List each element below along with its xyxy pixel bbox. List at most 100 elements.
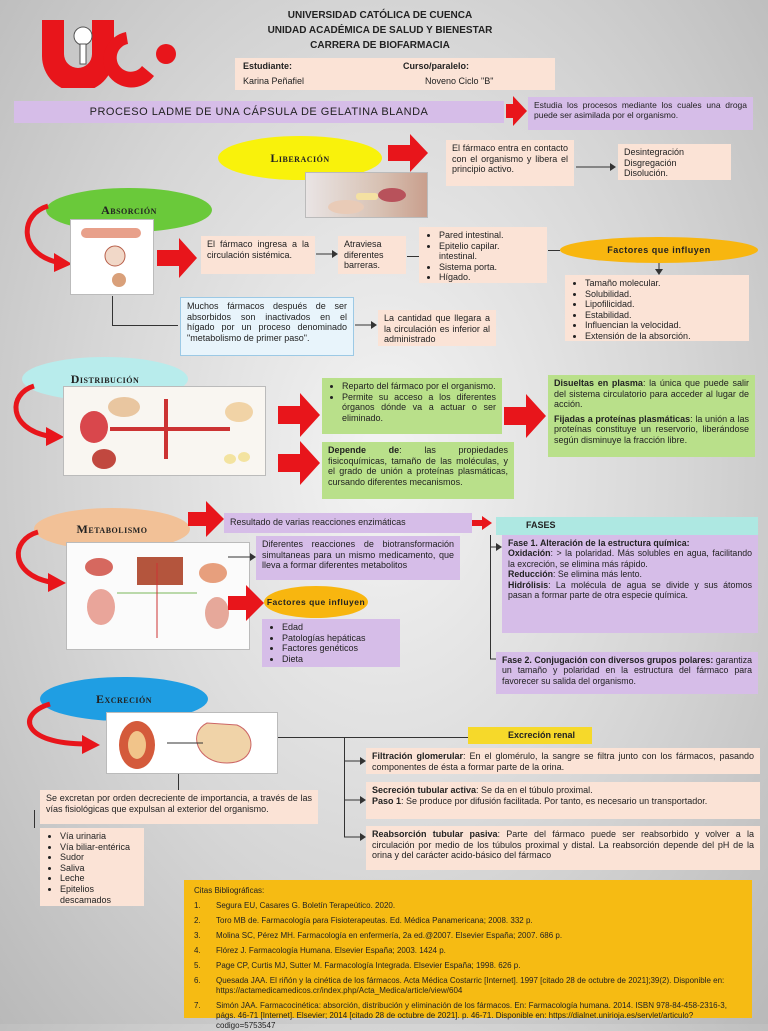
metabolismo-arrow-2 [228, 585, 264, 621]
reabsorcion-label: Reabsorción tubular pasiva [372, 829, 498, 839]
paso1-text: : Se produce por difusión facilitada. Po… [401, 795, 708, 806]
list-item: Epitelios descamados [60, 884, 138, 905]
absorcion-curve-arrow [14, 200, 84, 275]
absorcion-factores-oval: Factores que influyen [560, 237, 758, 263]
metabolismo-factores-list: Edad Patologías hepáticas Factores genét… [262, 619, 400, 667]
secrecion-connector [344, 795, 366, 805]
absorcion-connector-2 [355, 320, 377, 330]
list-item: Epitelio capilar. [439, 241, 541, 252]
reference-item: 2. Toro MB de. Farmacología para Fisioter… [194, 916, 742, 926]
list-item: Tamaño molecular. [585, 278, 743, 289]
fases-header: FASES [496, 517, 758, 535]
absorcion-connector-1 [316, 249, 338, 259]
liberacion-list: Desintegración Disgregación Disolución. [618, 144, 731, 180]
diferentes-connector [228, 552, 256, 562]
list-item: Permite su acceso a los diferentes órgan… [342, 392, 496, 424]
excrecion-curve-arrow [10, 698, 100, 760]
references-box: Citas Bibliográficas: 1.Segura EU, Casar… [184, 880, 752, 1030]
list-item: Patologías hepáticas [282, 633, 394, 644]
metabolismo-arrow-1 [188, 501, 224, 537]
connector-line [490, 535, 491, 659]
absorcion-ingresa: El fármaco ingresa a la circulación sist… [201, 236, 315, 274]
metabolism-image [66, 542, 250, 650]
career-name: CARRERA DE BIOFARMACIA [310, 40, 450, 51]
liberacion-text: El fármaco entra en contacto con el orga… [446, 140, 574, 186]
ref-number: 3. [194, 931, 201, 940]
student-label: Estudiante: [243, 61, 293, 71]
liberacion-arrow [388, 134, 428, 172]
disueltas-label: Disueltas en plasma [554, 378, 643, 388]
excrecion-renal-label: Excreción renal [468, 727, 592, 744]
fase2-label: Fase 2. Conjugación con diversos grupos … [502, 655, 714, 665]
student-name: Karina Peñafiel [243, 76, 305, 86]
primer-paso-text: Muchos fármacos después de ser absorbido… [180, 297, 354, 356]
secrecion-label: Secreción tubular activa [372, 785, 477, 795]
reference-item: 5. Page CP, Curtis MJ, Sutter M. Farmacol… [194, 961, 742, 971]
list-item: Hígado. [439, 272, 541, 283]
reference-item: 7.Simón JAA. Farmacocinética: absorción,… [194, 1001, 742, 1031]
secrecion-box: Secreción tubular activa: Se da en el tú… [366, 782, 760, 819]
list-item: Extensión de la absorción. [585, 331, 743, 342]
hidrolisis-label: Hidrólisis [508, 579, 549, 590]
distribucion-curve-arrow [4, 380, 74, 450]
distribucion-items: Reparto del fármaco por el organismo. Pe… [322, 378, 502, 434]
ref-number: 1. [194, 901, 201, 910]
list-item: Edad [282, 622, 394, 633]
connector-line [112, 296, 113, 326]
title-arrow-head [513, 96, 527, 126]
ref-text: Toro MB de. Farmacología para Fisioterap… [216, 916, 533, 925]
student-info-table: Estudiante: Curso/paralelo: Karina Peñaf… [235, 58, 555, 90]
reference-item: 6.Quesada JAA. El riñón y la cinética de… [194, 976, 742, 996]
secrecion-text: : Se da en el túbulo proximal. [476, 785, 593, 795]
ref-text: Molina SC, Pérez MH. Farmacología en enf… [216, 931, 563, 940]
oxidacion-label: Oxidación [508, 548, 551, 559]
list-item: intestinal. [439, 251, 478, 262]
list-item: Sudor [60, 852, 138, 863]
fase1-title: Fase 1. Alteración de la estructura quím… [508, 538, 690, 548]
connector-line [178, 774, 179, 790]
reduccion-text: : Se elimina más lento. [552, 569, 642, 580]
ref-number: 5. [194, 961, 201, 970]
university-name: UNIVERSIDAD CATÓLICA DE CUENCA [287, 10, 473, 21]
list-item: Disolución. [624, 168, 669, 179]
fase2-box: Fase 2. Conjugación con diversos grupos … [496, 652, 758, 694]
course-label: Curso/paralelo: [403, 61, 470, 71]
fase1-connector [490, 542, 502, 552]
reabsorcion-text: : Parte del fármaco puede ser reabsorbid… [372, 829, 754, 861]
excrecion-text: Se excretan por orden decreciente de imp… [40, 790, 318, 824]
reduccion-label: Reducción [508, 569, 553, 580]
fase2-text: garantiza un tamaño y polaridad en la es… [502, 655, 752, 686]
distribucion-arrow-2 [278, 441, 320, 485]
distribution-image [63, 386, 266, 476]
list-item: Saliva [60, 863, 138, 874]
filtracion-label: Filtración glomerular [372, 751, 464, 761]
fijadas-text: : la unión a las proteínas constituye un… [554, 413, 749, 446]
distribucion-proteinas: Disueltas en plasma: la única que puede … [548, 375, 755, 457]
excretion-image [106, 712, 278, 774]
title-arrow [506, 104, 514, 118]
reference-item: 3. Molina SC, Pérez MH. Farmacología en e… [194, 931, 742, 941]
ref-number: 4. [194, 946, 201, 955]
absorcion-factores-list: Tamaño molecular. Solubilidad. Lipofilic… [565, 275, 749, 341]
distribucion-arrow-3 [504, 394, 546, 438]
list-item: Vía urinaria [60, 831, 138, 842]
list-item: Solubilidad. [585, 289, 743, 300]
list-item: Sistema porta. [439, 262, 541, 273]
absorcion-arrow [157, 238, 197, 278]
disueltas-text: : la única que puede salir del sistema c… [554, 378, 749, 410]
capsule-mouth-image [305, 172, 428, 218]
list-item: Disgregación [624, 157, 677, 168]
list-item: Factores genéticos [282, 643, 394, 654]
connector-line [548, 250, 560, 251]
connector-line [112, 325, 178, 326]
connector-line [407, 256, 419, 257]
ref-text: Segura EU, Casares G. Boletín Terapeútic… [216, 901, 396, 910]
academic-unit: UNIDAD ACADÉMICA DE SALUD Y BIENESTAR [267, 25, 493, 36]
course-value: Noveno Ciclo "B" [425, 76, 494, 86]
distribucion-arrow-1 [278, 393, 320, 437]
fase1-box: Fase 1. Alteración de la estructura quím… [502, 535, 758, 633]
distribucion-depende: Depende de: las propiedades fisicoquímic… [322, 442, 514, 499]
ref-text: Page CP, Curtis MJ, Sutter M. Farmacolog… [216, 961, 521, 970]
ref-number: 2. [194, 916, 201, 925]
list-item: Influencian la velocidad. [585, 320, 743, 331]
